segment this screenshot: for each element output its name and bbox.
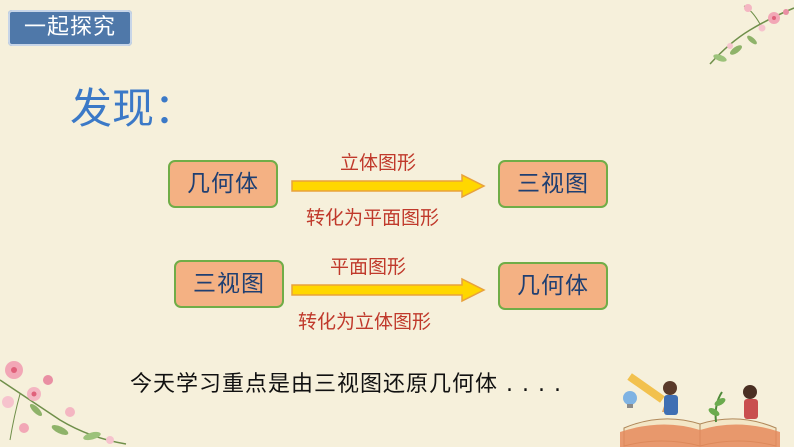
row1-arrow-icon [291, 173, 486, 199]
flower-branch-bottom-left-icon [0, 361, 127, 445]
row2-top-label: 平面图形 [330, 256, 407, 278]
row1-to-box: 三视图 [498, 160, 608, 208]
row1-top-label: 立体图形 [340, 152, 417, 174]
row2-bottom-label: 转化为立体图形 [298, 311, 432, 333]
book-reading-illustration-icon [620, 373, 780, 447]
row1-bottom-label: 转化为平面图形 [306, 207, 440, 229]
row1-from-box: 几何体 [168, 160, 278, 208]
row2-from-box: 三视图 [174, 260, 284, 308]
row2-arrow-icon [291, 277, 486, 303]
section-badge: 一起探究 [8, 10, 132, 46]
flower-branch-top-right-icon [709, 4, 794, 65]
page-title: 发现： [70, 84, 197, 133]
row2-to-box: 几何体 [498, 262, 608, 310]
summary-text: 今天学习重点是由三视图还原几何体 . . . . [130, 372, 562, 397]
